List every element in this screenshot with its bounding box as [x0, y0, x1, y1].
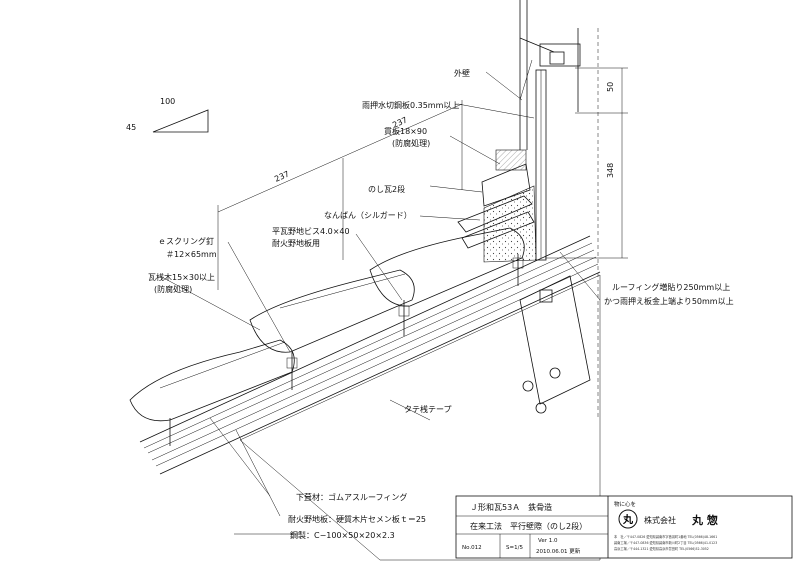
- annotations: 外壁 雨押水切鋼板0.35mm以上 貫板18×90 (防腐処理) のし瓦2段 な…: [148, 68, 734, 540]
- label-nanban: なんばん（シルガード）: [324, 210, 412, 220]
- slope-run-value: 100: [160, 97, 175, 106]
- drawing-date: 2010.06.01 更新: [536, 547, 581, 555]
- label-batten-note: (防腐処理): [154, 284, 192, 294]
- company-prefix: 株式会社: [644, 515, 676, 525]
- dim-right-value: 348: [606, 163, 615, 178]
- title-line-2: 在来工法 平行壁際（のし2段）: [470, 521, 587, 531]
- address-line-2: 碧南工場／〒447-0836 愛知県碧南市新川町2丁目 TEL(0566)41-…: [614, 540, 717, 545]
- wall-dimensions: 50 348: [545, 67, 628, 259]
- title-line-1: Ｊ形和瓦53Ａ 鉄骨造: [470, 502, 552, 512]
- label-flashing: 雨押水切鋼板0.35mm以上: [362, 100, 459, 110]
- label-roofing-note-1: ルーフィング増貼り250mm以上: [612, 282, 730, 292]
- label-sheathing: 耐火野地板：硬質木片セメン板ｔ＝25: [288, 514, 426, 524]
- noshi-tiles: [457, 149, 537, 263]
- label-scring-nail: ｅスクリング釘: [158, 236, 214, 246]
- wall-structure: [519, 0, 599, 420]
- rafter-dim-1: 237: [273, 169, 291, 183]
- logo-caption: 物に心を: [614, 500, 636, 508]
- drawing-number: No.012: [462, 545, 482, 551]
- logo-mark: 丸: [622, 513, 634, 526]
- label-underlay: 下葺材：ゴムアスルーフィング: [296, 492, 407, 502]
- leader-lines: [159, 71, 601, 535]
- label-batten: 瓦桟木15×30以上: [148, 272, 215, 282]
- tile-screws: [169, 254, 524, 446]
- dim-top-value: 50: [606, 82, 615, 92]
- address-line-1: 本 社／〒447-0826 愛知県碧南市字音羽町1番地 TEL(0566)48-…: [614, 534, 717, 539]
- label-noshi-tile: のし瓦2段: [368, 184, 405, 194]
- label-tape: タテ桟テープ: [404, 404, 452, 414]
- label-roofing-note-2: かつ雨押え板金上端より50mm以上: [604, 296, 734, 306]
- drawing-version: Ver 1.0: [538, 538, 558, 544]
- steel-purlin: [239, 274, 601, 561]
- label-outer-wall: 外壁: [454, 68, 470, 78]
- slope-rise-value: 45: [126, 123, 136, 132]
- drawing-scale: S=1/5: [506, 545, 523, 551]
- label-tile-screw-note: 耐火野地板用: [272, 238, 320, 248]
- company-name: 丸 惣: [691, 513, 718, 527]
- label-nuki-board: 貫板18×90: [384, 126, 427, 136]
- address-line-3: 高浜工場／〒444-1321 愛知県高浜市豊田町 TEL(0566)52-305…: [614, 546, 709, 551]
- company-logo-icon: [618, 509, 638, 529]
- roof-layers: [139, 235, 601, 475]
- title-block: Ｊ形和瓦53Ａ 鉄骨造 在来工法 平行壁際（のし2段） No.012 S=1/5…: [455, 495, 793, 559]
- label-scring-nail-size: ＃12×65mm: [166, 250, 217, 259]
- label-nuki-board-note: (防腐処理): [392, 138, 430, 148]
- slope-indicator: 100 45: [126, 97, 209, 133]
- label-tile-screw: 平瓦野地ビス4.0×40: [272, 226, 350, 236]
- label-steel: 鋼製：C−100×50×20×2.3: [290, 530, 395, 540]
